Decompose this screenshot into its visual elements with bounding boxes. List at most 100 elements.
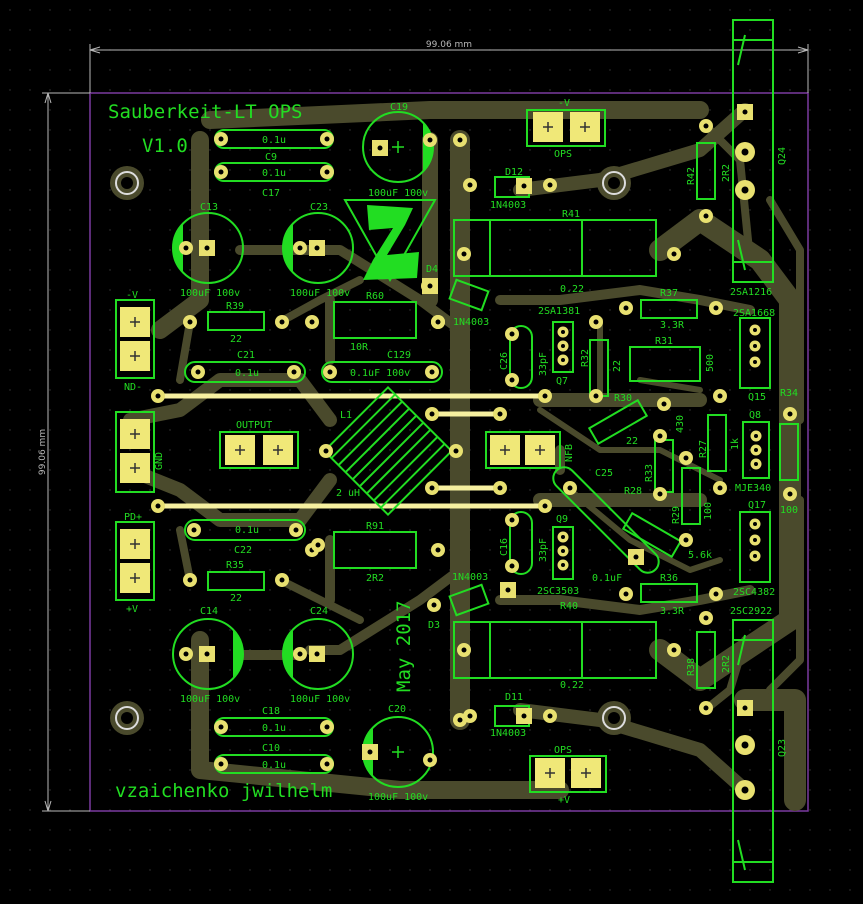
c18-ref: C18: [262, 706, 280, 717]
pad-round: [783, 487, 797, 501]
pad-square: [309, 646, 325, 662]
r29-second-value: 5.6k: [688, 550, 712, 561]
pad-round: [463, 178, 477, 192]
d4-value: 1N4003: [453, 317, 489, 328]
c16-value: 33pF: [538, 538, 549, 562]
c18-value: 0.1u: [262, 723, 286, 734]
pad-round: [179, 241, 193, 255]
pad-square: [362, 744, 378, 760]
d12-ref: D12: [505, 167, 523, 178]
pad-connector: [570, 112, 600, 142]
c24-value: 100uF 100v: [290, 694, 350, 705]
resistors: [207, 142, 799, 689]
pad-transistor-pin: [749, 324, 761, 336]
pad-round: [425, 481, 439, 495]
board-version: V1.0: [142, 135, 188, 157]
power-transistors: [732, 19, 774, 883]
r27-ref: R27: [698, 440, 709, 458]
output-label: OUTPUT: [236, 420, 272, 431]
pad-transistor-pin: [557, 340, 569, 352]
pad-round: [187, 523, 201, 537]
pad-round: [619, 587, 633, 601]
r28-value: 430: [675, 415, 686, 433]
r37-ref: R37: [660, 288, 678, 299]
board-authors: vzaichenko jwilhelm: [115, 780, 332, 802]
pd-plus-v-label: +V: [126, 604, 138, 615]
pad-connector: [120, 453, 150, 483]
pad-round: [214, 165, 228, 179]
pad-round: [289, 523, 303, 537]
c15-value: 0.1u: [235, 525, 259, 536]
pad-round: [151, 499, 165, 513]
c24-ref: C24: [310, 606, 328, 617]
r29-ref: R29: [671, 506, 682, 524]
pad-square: [309, 240, 325, 256]
pad-round: [275, 315, 289, 329]
q15-value: 2SA1668: [733, 308, 775, 319]
c25-ref: C25: [595, 468, 613, 479]
z-logo: [343, 199, 437, 283]
pad-round: [505, 559, 519, 573]
pad-power: [735, 142, 755, 162]
pad-transistor-pin: [557, 354, 569, 366]
d3-value: 1N4003: [452, 572, 488, 583]
pad-connector: [120, 341, 150, 371]
pad-round: [589, 315, 603, 329]
pd-plus-label: PD+: [124, 512, 142, 523]
pad-connector: [525, 435, 555, 465]
c129-value: 0.1uF 100v: [350, 368, 410, 379]
r28-ref: R28: [624, 486, 642, 497]
pad-round: [699, 611, 713, 625]
pad-transistor-pin: [749, 534, 761, 546]
pad-round: [423, 133, 437, 147]
pad-round: [538, 389, 552, 403]
d11-ref: D11: [505, 692, 523, 703]
pad-round: [151, 389, 165, 403]
pad-round: [183, 573, 197, 587]
r36-value: 3.3R: [660, 606, 685, 617]
c14-value: 100uF 100v: [180, 694, 240, 705]
pad-connector: [120, 563, 150, 593]
pad-round: [457, 247, 471, 261]
pad-square: [737, 104, 753, 120]
pad-round: [183, 315, 197, 329]
r30-value: 22: [626, 436, 638, 447]
pad-round: [543, 709, 557, 723]
pad-round: [619, 301, 633, 315]
pad-round: [214, 757, 228, 771]
mounting-holes: [110, 166, 631, 735]
q24-ref: Q24: [777, 147, 788, 165]
pad-transistor-pin: [750, 444, 762, 456]
d3-ref: D3: [428, 620, 440, 631]
pad-round: [320, 757, 334, 771]
gnd-label: GND: [154, 452, 165, 470]
pad-round: [699, 701, 713, 715]
pad-transistor-pin: [557, 531, 569, 543]
q24-value: 2SA1216: [730, 287, 772, 298]
pad-round: [449, 444, 463, 458]
c21-value: 0.1u: [235, 368, 259, 379]
q9-ref: Q9: [556, 514, 568, 525]
pad-round: [320, 132, 334, 146]
c129-ref: C129: [387, 350, 411, 361]
c17-value: 0.1u: [262, 168, 286, 179]
pad-transistor-pin: [750, 430, 762, 442]
c9-value: 0.1u: [262, 135, 286, 146]
pad-round: [783, 407, 797, 421]
r27-value: 1k: [730, 438, 741, 450]
nd-minus-v-label: -V: [126, 290, 138, 301]
pad-connector: [571, 758, 601, 788]
pad-connector: [120, 529, 150, 559]
q7-ref: Q7: [556, 376, 568, 387]
c19-value: 100uF 100v: [368, 188, 428, 199]
pad-transistor-pin: [750, 458, 762, 470]
wire-links: [155, 393, 548, 509]
pad-round: [214, 132, 228, 146]
pad-connector: [533, 112, 563, 142]
pad-round: [191, 365, 205, 379]
pad-square: [199, 240, 215, 256]
c13-value: 100uF 100v: [180, 288, 240, 299]
pad-round: [563, 481, 577, 495]
